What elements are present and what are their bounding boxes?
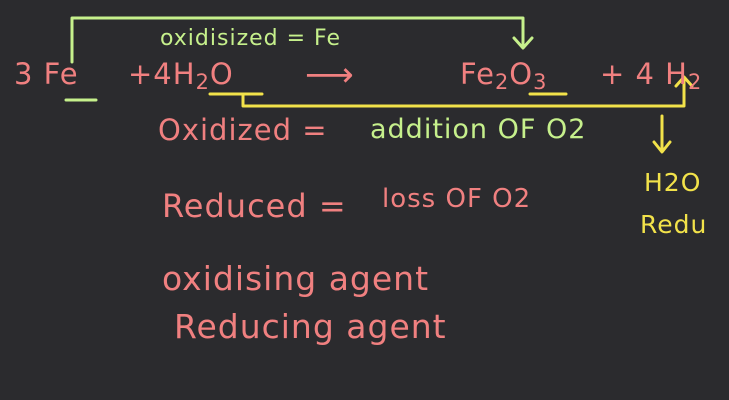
product-iron-oxide-o: O [509,57,534,91]
reaction-arrow: ⟶ [305,55,355,95]
reactant-water-prefix: +4H [128,57,196,91]
oxidising-agent-term: oxidising agent [162,259,430,298]
product-hydrogen-prefix: + 4 H [600,57,688,91]
product-iron-oxide-prefix: Fe [460,57,495,91]
green-arrowhead-icon [512,36,534,50]
reducing-agent-term: Reducing agent [174,307,447,346]
oxidized-definition: addition OF O2 [370,114,587,145]
yellow-reduction-bracket [241,78,686,108]
oxidised-label: oxidisized = Fe [160,26,342,51]
reactant-water-subscript: 2 [195,70,210,95]
reduced-term: Reduced = [162,187,347,225]
oxidized-term: Oxidized = [158,113,328,147]
yellow-arrowhead-up-icon [674,75,694,88]
reactant-water-suffix: O [209,57,234,91]
yellow-arrowhead-down-icon [652,140,672,154]
redu-label: Redu [640,210,708,239]
reactant-fe: 3 Fe [14,57,79,91]
product-iron-oxide-subscript-2: 3 [533,70,548,95]
product-iron-oxide-subscript-1: 2 [494,70,510,95]
product-hydrogen: + 4 H2 [600,57,702,93]
reduced-definition: loss OF O2 [382,184,532,214]
product-hydrogen-subscript: 2 [688,70,703,95]
reactant-water: +4H2O [128,57,234,93]
green-oxidation-bracket [70,16,525,64]
water-label: H2O [644,168,702,197]
product-iron-oxide: Fe2O3 [460,57,547,93]
